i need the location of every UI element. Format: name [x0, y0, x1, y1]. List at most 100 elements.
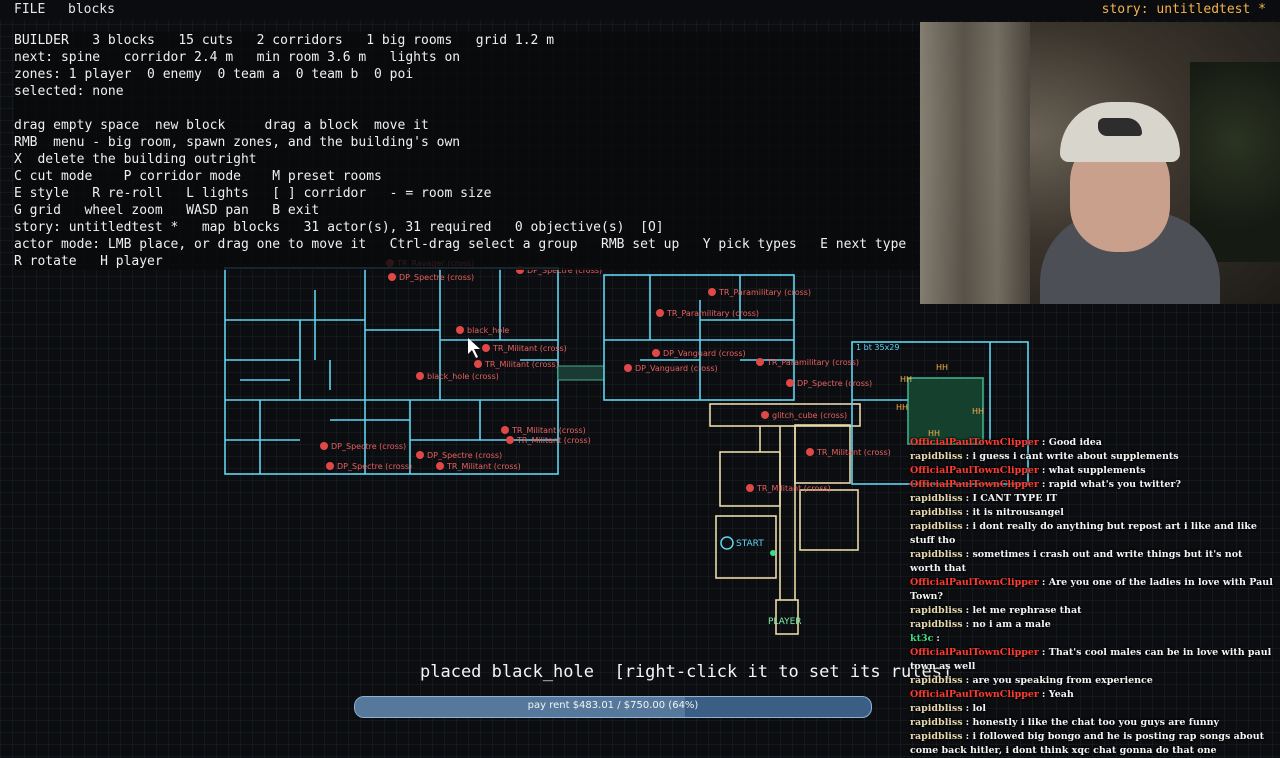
- actor-marker[interactable]: TR_Militant (cross): [436, 462, 521, 471]
- actor-marker[interactable]: DP_Spectre (cross): [388, 273, 474, 282]
- chat-text: it is nitrousangel: [972, 507, 1064, 518]
- actor-dot-icon[interactable]: [456, 326, 464, 334]
- chat-text: are you speaking from experience: [972, 675, 1153, 686]
- chat-text: sometimes i crash out and write things b…: [910, 549, 1243, 574]
- blocks-menu[interactable]: blocks: [68, 2, 115, 17]
- map-canvas[interactable]: 1 bt 35x29 START PLAYER TR_Ravager (cros…: [0, 250, 1280, 650]
- menu-bar: FILE blocks story: untitledtest *: [0, 0, 1280, 20]
- chat-separator: :: [965, 493, 973, 504]
- block-center[interactable]: [603, 274, 795, 401]
- chat-username[interactable]: rapidbliss: [910, 493, 963, 504]
- chat-username[interactable]: rapidbliss: [910, 675, 963, 686]
- chat-username[interactable]: rapidbliss: [910, 731, 963, 742]
- actor-dot-icon[interactable]: [506, 436, 514, 444]
- chat-username[interactable]: rapidbliss: [910, 549, 963, 560]
- actor-dot-icon[interactable]: [416, 372, 424, 380]
- chat-text: let me rephrase that: [972, 605, 1082, 616]
- actor-dot-icon[interactable]: [786, 379, 794, 387]
- actor-marker[interactable]: DP_Spectre (cross): [320, 442, 406, 451]
- actor-dot-icon[interactable]: [388, 273, 396, 281]
- chat-text: lol: [972, 703, 987, 714]
- chat-text: no i am a male: [972, 619, 1051, 630]
- actor-label: glitch_cube (cross): [772, 411, 847, 420]
- chat-username[interactable]: rapidbliss: [910, 451, 963, 462]
- actor-label: TR_Paramilitary (cross): [766, 358, 859, 367]
- block-corridor-wing[interactable]: [709, 403, 861, 635]
- chat-separator: :: [965, 451, 973, 462]
- hud-line: selected: none: [14, 84, 124, 99]
- actor-marker[interactable]: black_hole (cross): [416, 372, 499, 381]
- actor-dot-icon[interactable]: [652, 349, 660, 357]
- player-spawn-icon[interactable]: [770, 550, 776, 556]
- actor-marker[interactable]: TR_Militant (cross): [474, 360, 559, 369]
- actor-marker[interactable]: TR_Militant (cross): [506, 436, 591, 445]
- block-east[interactable]: [851, 341, 1029, 485]
- actor-marker[interactable]: TR_Paramilitary (cross): [656, 309, 759, 318]
- actor-dot-icon[interactable]: [806, 448, 814, 456]
- svg-text:HH: HH: [928, 429, 940, 438]
- actor-marker[interactable]: TR_Paramilitary (cross): [756, 358, 859, 367]
- actor-label: DP_Spectre (cross): [527, 266, 602, 275]
- actor-marker[interactable]: DP_Spectre (cross): [786, 379, 872, 388]
- chat-username[interactable]: rapidbliss: [910, 703, 963, 714]
- actors-layer: TR_Ravager (cross)DP_Spectre (cross)DP_S…: [320, 259, 891, 493]
- chat-text: Are you one of the ladies in love with P…: [910, 577, 1273, 602]
- actor-dot-icon[interactable]: [482, 344, 490, 352]
- actor-dot-icon[interactable]: [326, 462, 334, 470]
- actor-marker[interactable]: TR_Militant (cross): [806, 448, 891, 457]
- actor-dot-icon[interactable]: [501, 426, 509, 434]
- rent-progress-label: pay rent $483.01 / $750.00 (64%): [527, 700, 699, 711]
- chat-username[interactable]: OfficialPaulTownClipper: [910, 437, 1039, 448]
- actor-label: TR_Militant (cross): [516, 436, 591, 445]
- actor-marker[interactable]: DP_Spectre (cross): [326, 462, 412, 471]
- chat-username[interactable]: rapidbliss: [910, 605, 963, 616]
- block-west[interactable]: [224, 267, 559, 475]
- actor-marker[interactable]: TR_Militant (cross): [746, 484, 831, 493]
- chat-text: i guess i cant write about supplements: [972, 451, 1179, 462]
- actor-marker[interactable]: TR_Militant (cross): [501, 426, 586, 435]
- chat-separator: :: [965, 703, 973, 714]
- actor-label: TR_Paramilitary (cross): [666, 309, 759, 318]
- chat-username[interactable]: OfficialPaulTownClipper: [910, 647, 1039, 658]
- chat-message: rapidbliss: it is nitrousangel: [910, 506, 1275, 520]
- chat-text: That's cool males can be in love with pa…: [910, 647, 1272, 672]
- chat-username[interactable]: rapidbliss: [910, 717, 963, 728]
- start-label: START: [736, 539, 764, 549]
- actor-dot-icon[interactable]: [746, 484, 754, 492]
- actor-marker[interactable]: DP_Vanguard (cross): [652, 349, 746, 358]
- actor-label: DP_Spectre (cross): [331, 442, 406, 451]
- chat-username[interactable]: OfficialPaulTownClipper: [910, 577, 1039, 588]
- chat-username[interactable]: rapidbliss: [910, 619, 963, 630]
- actor-marker[interactable]: black_hole: [456, 326, 509, 335]
- actor-marker[interactable]: DP_Spectre (cross): [416, 451, 502, 460]
- chat-separator: :: [965, 731, 973, 742]
- actor-dot-icon[interactable]: [320, 442, 328, 450]
- hud-line: [14, 100, 919, 117]
- chat-username[interactable]: kt3c: [910, 633, 934, 644]
- actor-dot-icon[interactable]: [708, 288, 716, 296]
- actor-dot-icon[interactable]: [474, 360, 482, 368]
- actor-dot-icon[interactable]: [436, 462, 444, 470]
- actor-marker[interactable]: glitch_cube (cross): [761, 411, 847, 420]
- chat-username[interactable]: OfficialPaulTownClipper: [910, 465, 1039, 476]
- actor-dot-icon[interactable]: [761, 411, 769, 419]
- actor-dot-icon[interactable]: [656, 309, 664, 317]
- actor-dot-icon[interactable]: [756, 358, 764, 366]
- hud-line: G grid wheel zoom WASD pan B exit: [14, 203, 320, 218]
- file-menu[interactable]: FILE: [14, 2, 46, 17]
- start-marker-icon[interactable]: [720, 536, 734, 550]
- actor-marker[interactable]: DP_Vanguard (cross): [624, 364, 718, 373]
- chat-username[interactable]: rapidbliss: [910, 507, 963, 518]
- chat-username[interactable]: OfficialPaulTownClipper: [910, 689, 1039, 700]
- actor-dot-icon[interactable]: [416, 451, 424, 459]
- chat-username[interactable]: OfficialPaulTownClipper: [910, 479, 1039, 490]
- chat-separator: :: [1041, 577, 1049, 588]
- actor-marker[interactable]: TR_Militant (cross): [482, 344, 567, 353]
- chat-username[interactable]: rapidbliss: [910, 521, 963, 532]
- mouse-cursor-icon: [468, 338, 480, 358]
- chat-separator: :: [965, 675, 973, 686]
- actor-dot-icon[interactable]: [624, 364, 632, 372]
- hud-line: RMB menu - big room, spawn zones, and th…: [14, 135, 461, 150]
- actor-marker[interactable]: TR_Paramilitary (cross): [708, 288, 811, 297]
- chat-message: OfficialPaulTownClipper: Good idea: [910, 436, 1275, 450]
